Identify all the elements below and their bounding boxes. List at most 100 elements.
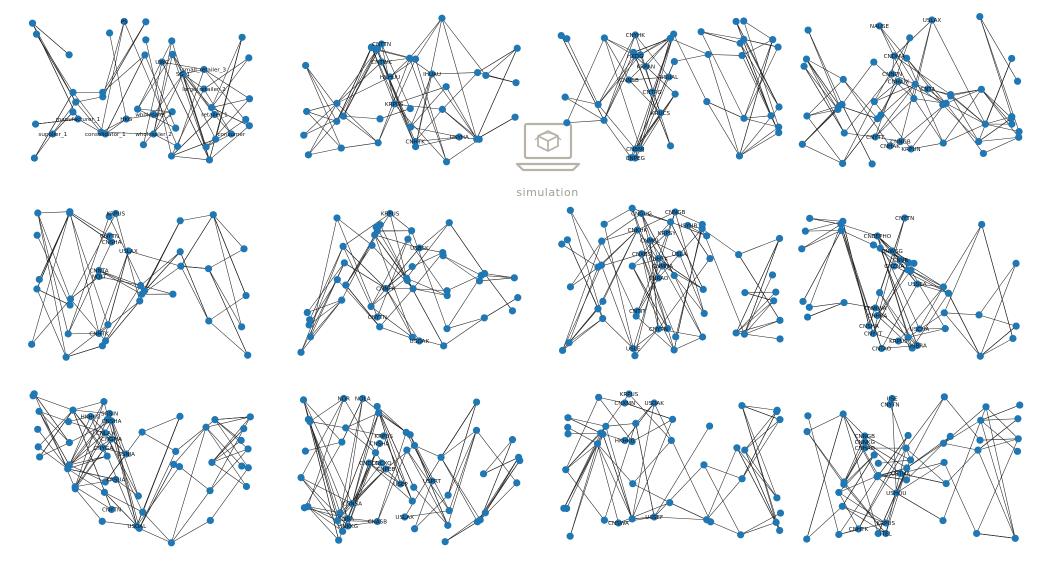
graph-edge <box>807 302 845 318</box>
graph-edge <box>875 37 910 138</box>
graph-edge <box>950 89 982 97</box>
graph-edge <box>32 23 70 56</box>
node-label: supplier_1 <box>38 132 67 138</box>
node-label: CNHKA <box>868 314 888 320</box>
graph-node <box>698 333 707 341</box>
graph-node <box>333 99 341 107</box>
node-layer <box>28 208 252 361</box>
graph-edge <box>38 446 68 470</box>
graph-edge <box>917 283 944 288</box>
graph-node <box>873 115 882 123</box>
graph-node <box>34 443 42 451</box>
graph-edge <box>102 21 125 97</box>
graph-node <box>410 483 418 491</box>
node-label: USBSK <box>410 246 429 252</box>
graph-node <box>876 289 884 297</box>
graph-node <box>176 248 184 256</box>
graph-edge <box>208 295 247 322</box>
graph-edge <box>878 475 907 481</box>
graph-node <box>64 330 72 338</box>
node-label: CNMNA <box>652 264 673 270</box>
node-label: CNNPN <box>882 72 902 78</box>
graph-node <box>32 30 41 38</box>
graph-node <box>562 466 570 474</box>
graph-edge <box>597 443 633 484</box>
node-layer <box>297 209 522 356</box>
graph-edge <box>483 457 519 475</box>
graph-edge <box>738 254 781 321</box>
graph-edge <box>900 19 933 142</box>
graph-edge <box>180 214 214 222</box>
graph-node <box>642 62 650 71</box>
graph-node <box>907 266 915 275</box>
node-layer <box>560 390 785 540</box>
graph-edge <box>806 79 844 117</box>
graph-node <box>386 73 394 81</box>
graph-edge <box>72 92 106 135</box>
graph-edge <box>145 39 172 157</box>
graph-edge <box>107 250 129 325</box>
graph-edge <box>864 441 907 469</box>
graph-edge <box>843 79 878 119</box>
graph-edge <box>161 61 210 161</box>
graph-edge <box>345 412 379 429</box>
graph-edge <box>950 95 986 125</box>
graph-node <box>136 297 144 305</box>
graph-node <box>374 139 382 147</box>
graph-edge <box>343 115 381 120</box>
graph-node <box>375 409 383 417</box>
node-label: USLAX <box>395 515 414 521</box>
graph-node <box>438 105 446 113</box>
graph-edge <box>341 142 379 149</box>
graph-edge <box>214 416 251 420</box>
graph-edge <box>736 447 780 531</box>
graph-node <box>65 51 73 59</box>
graph-edge <box>303 399 353 504</box>
graph-edge <box>339 398 363 513</box>
graph-edge <box>67 241 112 334</box>
graph-node <box>209 211 217 219</box>
graph-edge <box>598 397 633 442</box>
graph-edge <box>115 479 139 497</box>
graph-node <box>670 271 678 280</box>
graph-edge <box>900 462 945 474</box>
label-layer: NAUSEUSLAXCNDMACNNPNCNHAIXCNTACNYTTCNNGB… <box>866 18 941 153</box>
graph-node <box>979 149 987 158</box>
graph-edge <box>214 114 232 135</box>
graph-node <box>981 120 989 128</box>
graph-edge <box>109 32 127 120</box>
graph-edge <box>208 248 245 269</box>
graph-edge <box>977 450 1016 539</box>
graph-edge <box>567 417 606 427</box>
graph-edge <box>336 49 378 104</box>
graph-node <box>99 93 107 101</box>
graph-edge <box>377 449 408 522</box>
graph-edge <box>103 447 127 455</box>
graph-node <box>205 317 213 325</box>
graph-edge <box>639 76 670 149</box>
graph-edge <box>635 55 671 146</box>
graph-node <box>401 513 409 521</box>
graph-node <box>65 439 73 447</box>
graph-node <box>684 221 692 230</box>
node-label: USNJA <box>118 452 135 458</box>
graph-edge <box>141 416 181 433</box>
graph-node <box>947 90 955 99</box>
graph-edge <box>309 421 346 429</box>
graph-node <box>869 241 878 249</box>
graph-edge <box>153 73 184 135</box>
graph-edge <box>102 21 147 97</box>
graph-edge <box>139 528 172 544</box>
node-label: CNYTN <box>880 403 899 409</box>
graph-node <box>738 475 746 483</box>
graph-node <box>671 90 679 98</box>
network-graph-svg: NAUSEUSLAXCNDMACNNPNCNHAIXCNTACNYTTCNNGB… <box>798 12 1023 168</box>
graph-edge <box>213 214 242 327</box>
graph-node <box>200 65 208 74</box>
graph-node <box>861 432 869 440</box>
graph-edge <box>632 265 668 329</box>
node-label: KRPSY <box>658 231 676 237</box>
graph-node <box>910 259 918 267</box>
graph-node <box>306 316 314 324</box>
